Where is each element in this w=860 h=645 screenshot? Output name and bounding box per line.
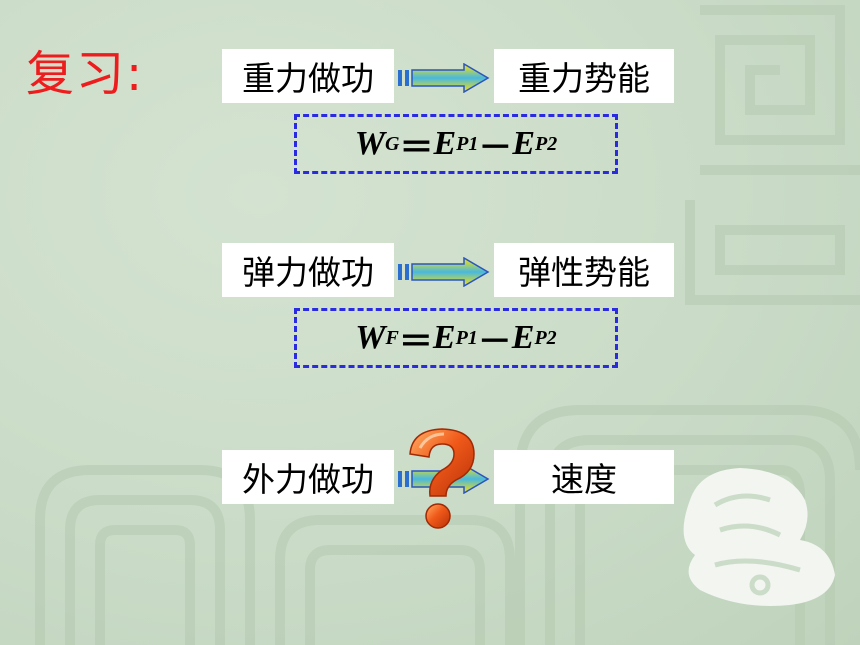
formula-w: W bbox=[355, 319, 386, 356]
right-label-gravity-potential: 重力势能 bbox=[494, 49, 674, 103]
formula-e2-sub: P2 bbox=[534, 326, 557, 349]
right-label-velocity: 速度 bbox=[494, 450, 674, 504]
formula-e1: E bbox=[433, 125, 457, 162]
question-mark-icon bbox=[409, 428, 475, 529]
gradient-arrow-icon bbox=[398, 63, 490, 93]
left-label-external-work: 外力做功 bbox=[222, 450, 394, 504]
formula-e1-sub: P1 bbox=[456, 132, 479, 155]
formula-e2: E bbox=[512, 125, 536, 162]
formula-e2: E bbox=[511, 319, 535, 356]
slide-title: 复习: bbox=[26, 46, 145, 102]
formula-eq: ＝ bbox=[399, 129, 434, 167]
formula-minus: － bbox=[478, 129, 513, 167]
formula-e1-sub: P1 bbox=[455, 326, 478, 349]
formula-e1: E bbox=[432, 319, 456, 356]
formula-w: W bbox=[354, 125, 385, 162]
gradient-arrow-icon bbox=[398, 257, 490, 287]
right-label-elastic-potential: 弹性势能 bbox=[494, 243, 674, 297]
left-label-elastic-work: 弹力做功 bbox=[222, 243, 394, 297]
formula-w-sub: F bbox=[385, 326, 399, 349]
formula-e2-sub: P2 bbox=[535, 132, 558, 155]
left-label-gravity-work: 重力做功 bbox=[222, 49, 394, 103]
formula-w-sub: G bbox=[384, 132, 400, 155]
formula-eq: ＝ bbox=[398, 323, 433, 361]
formula-minus: － bbox=[477, 323, 512, 361]
